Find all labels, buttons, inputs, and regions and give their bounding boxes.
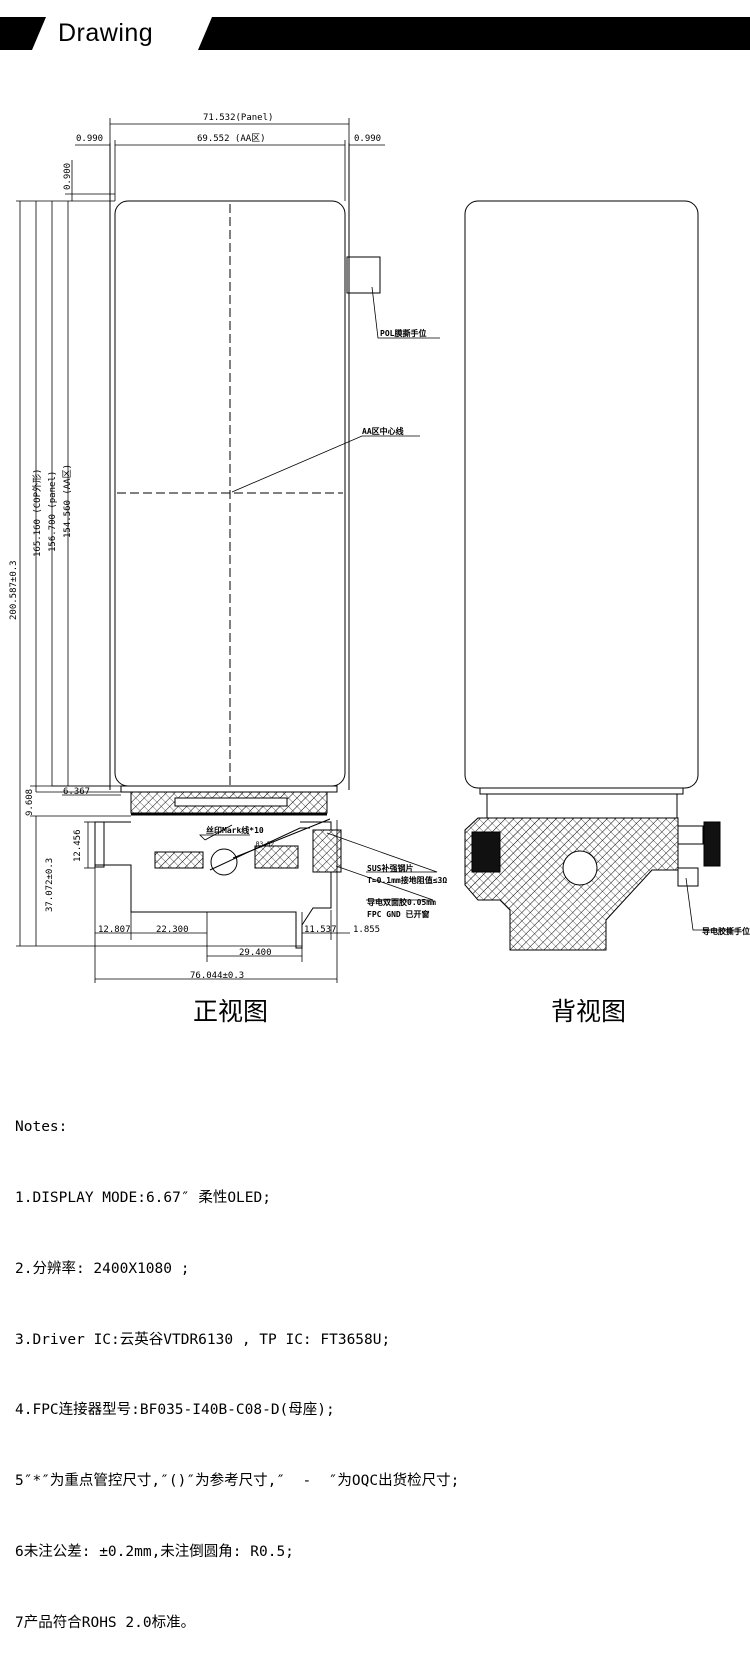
front-fpc-outline [94, 818, 342, 949]
notes-line: 3.Driver IC:云英谷VTDR6130 , TP IC: FT3658U… [15, 1331, 391, 1348]
note-cond-1: 导电双面胶0.05mm [367, 897, 436, 907]
notes-line: 6未注公差: ±0.2mm,未注倒圆角: R0.5; [15, 1543, 294, 1560]
dim-aa-width: 69.552 (AA区) [197, 133, 266, 144]
dim-11537: 11.537 [304, 925, 337, 935]
front-dimension-lines [16, 118, 440, 983]
notes-line: 7产品符合ROHS 2.0标准。 [15, 1614, 196, 1631]
note-sus-1: SUS补强钢片 [367, 863, 413, 873]
dim-panel-height: 156.700 (panel) [48, 471, 58, 552]
note-sus-2: T=0.1mm接地阻值≤3Ω [367, 875, 447, 885]
dim-12807: 12.807 [98, 925, 131, 935]
back-panel-outline [464, 200, 699, 818]
dim-panel-width: 71.532(Panel) [203, 113, 273, 123]
dim-aa-height: 154.560 (AA区) [62, 464, 73, 538]
page-title: Drawing [58, 19, 154, 47]
dim-9608: 9.608 [25, 789, 35, 816]
note-back-tab: 导电胶撕手位 [702, 926, 750, 936]
dim-22300: 22.300 [156, 925, 189, 935]
note-pol: POL膜撕手位 [380, 328, 426, 338]
dim-cop-height: 165.160 (COP外形) [31, 469, 43, 557]
dim-37072: 37.072±0.3 [45, 858, 55, 912]
dim-top-border: 0.900 [63, 163, 73, 190]
note-aa-center: AA区中心线 [362, 426, 404, 436]
notes-line: 1.DISPLAY MODE:6.67″ 柔性OLED; [15, 1189, 271, 1206]
back-fpc-outline [464, 817, 740, 951]
notes-line: 4.FPC连接器型号:BF035-I40B-C08-D(母座); [15, 1402, 335, 1419]
header-tab [32, 17, 212, 50]
notes-line: 5″*″为重点管控尺寸,″()″为参考尺寸,″ - ″为OQC出货检尺寸; [15, 1473, 460, 1490]
dim-12456: 12.456 [73, 829, 83, 862]
dim-6367: 6.367 [63, 787, 90, 797]
back-view-caption: 背视图 [551, 997, 626, 1026]
front-view-caption: 正视图 [193, 997, 268, 1026]
notes-block: Notes: 1.DISPLAY MODE:6.67″ 柔性OLED; 2.分辨… [15, 1069, 735, 1659]
dim-total-height: 200.587±0.3 [9, 560, 19, 620]
note-cond-2: FPC GND 已开窗 [367, 909, 430, 919]
dim-29400: 29.400 [239, 948, 272, 958]
dim-total-width: 76.044±0.3 [190, 971, 244, 981]
dim-left-border: 0.990 [76, 134, 103, 144]
dim-1855: 1.855 [353, 925, 380, 935]
technical-drawing: 71.532(Panel) 69.552 (AA区) 0.990 0.990 0… [9, 113, 750, 1026]
front-panel-outline [109, 143, 381, 790]
note-silk-mark: 丝印Mark线*10 [206, 825, 264, 835]
note-radius: R3.52 [256, 841, 274, 848]
notes-line: 2.分辨率: 2400X1080 ; [15, 1260, 190, 1277]
dim-right-border: 0.990 [354, 134, 381, 144]
notes-line: Notes: [15, 1119, 68, 1136]
front-cop-area [120, 785, 338, 816]
